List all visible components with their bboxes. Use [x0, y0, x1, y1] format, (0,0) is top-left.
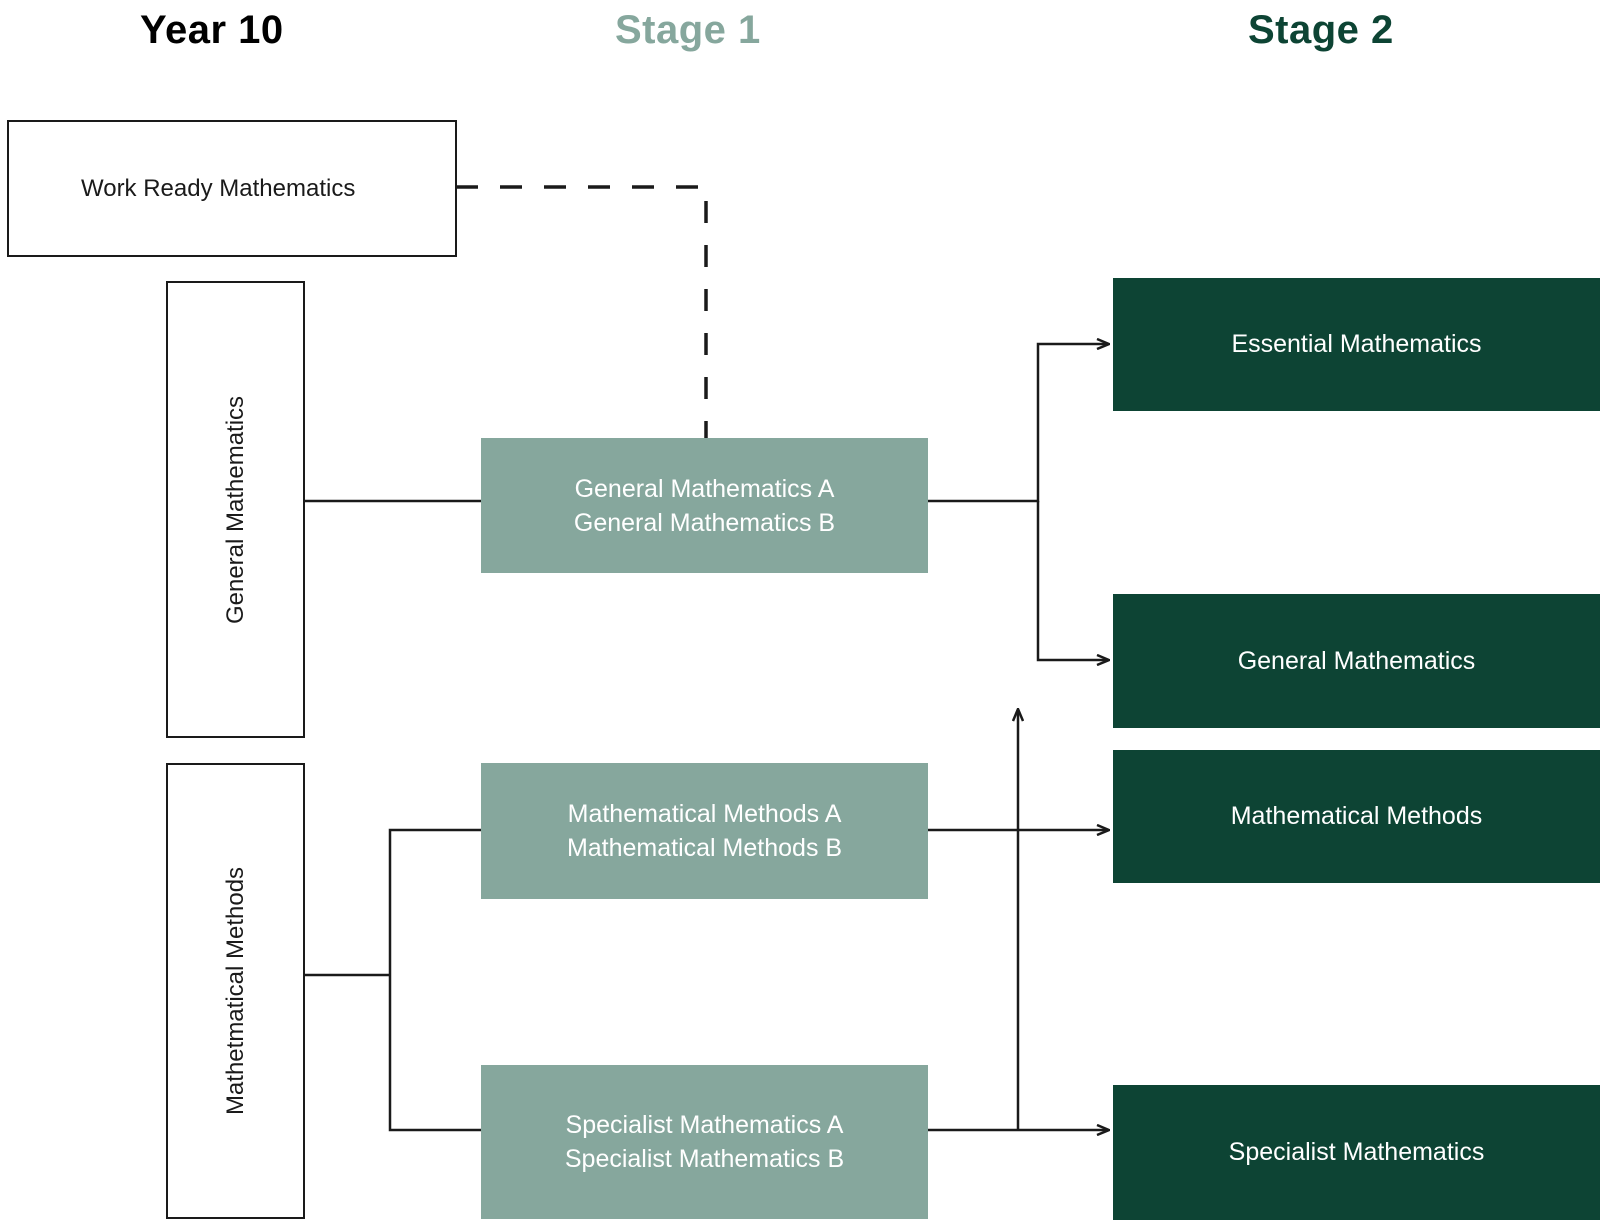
stage1-mathematical-methods-box[interactable]: Mathematical Methods A Mathematical Meth… [481, 763, 928, 899]
stage2-general-label: General Mathematics [1237, 646, 1476, 675]
year10-general-mathematics-label: General Mathematics [221, 395, 249, 624]
wire-work-ready-to-stage1-general [456, 185, 708, 438]
column-header-stage-2: Stage 2 [1248, 8, 1394, 52]
stage1-methods-b-label: Mathematical Methods B [566, 834, 843, 862]
wire-stage1-general-to-stage2-general [1036, 501, 1108, 660]
stage1-specialist-mathematics-box[interactable]: Specialist Mathematics A Specialist Math… [481, 1065, 928, 1219]
wire-y10-methods-to-stage1-specialist [388, 975, 481, 1132]
stage2-specialist-label: Specialist Mathematics [1228, 1138, 1485, 1166]
wire-y10-methods-to-stage1-methods [388, 828, 481, 975]
stage1-general-b-label: General Mathematics B [573, 508, 836, 537]
column-header-stage-1: Stage 1 [615, 8, 761, 52]
year10-work-ready-mathematics-box[interactable]: Work Ready Mathematics [7, 120, 457, 257]
year10-mathematical-methods-box[interactable]: Mathetmatical Methods [166, 763, 305, 1219]
stage1-methods-a-label: Mathematical Methods A [567, 800, 842, 828]
stage2-mathematical-methods-box[interactable]: Mathematical Methods [1113, 750, 1600, 883]
year10-mathematical-methods-label: Mathetmatical Methods [221, 866, 249, 1116]
stage2-methods-label: Mathematical Methods [1230, 802, 1483, 830]
stage2-essential-mathematics-box[interactable]: Essential Mathematics [1113, 278, 1600, 411]
stage1-specialist-b-label: Specialist Mathematics B [564, 1145, 845, 1173]
stage1-general-mathematics-box[interactable]: General Mathematics A General Mathematic… [481, 438, 928, 573]
year10-general-mathematics-box[interactable]: General Mathematics [166, 281, 305, 738]
stage2-specialist-mathematics-box[interactable]: Specialist Mathematics [1113, 1085, 1600, 1220]
year10-work-ready-label: Work Ready Mathematics [81, 174, 356, 202]
stage2-general-mathematics-box[interactable]: General Mathematics [1113, 594, 1600, 728]
wire-stage1-general-to-essential [928, 344, 1108, 503]
stage2-essential-label: Essential Mathematics [1231, 330, 1482, 358]
column-header-year-10: Year 10 [140, 8, 284, 52]
stage1-specialist-a-label: Specialist Mathematics A [565, 1111, 844, 1139]
stage1-general-a-label: General Mathematics A [574, 474, 835, 503]
